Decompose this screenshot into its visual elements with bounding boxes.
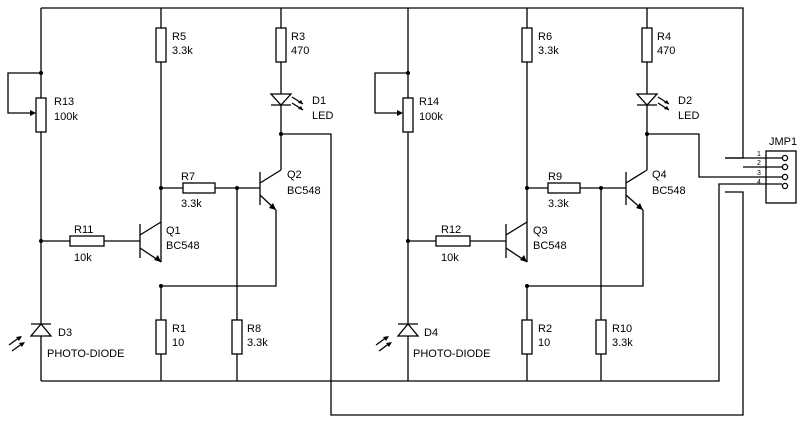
r14-ref: R14 [419,96,439,108]
r11-ref: R11 [74,224,93,236]
q3-value: BC548 [533,240,567,252]
transistor-q3: Q3 BC548 [505,221,567,263]
led-d1: D1 LED [269,93,333,122]
r9-value: 3.3k [548,198,569,210]
r12-ref: R12 [441,224,461,236]
r3-ref: R3 [291,31,305,43]
q3-ref: Q3 [533,225,548,237]
resistor-r1: R1 10 [155,319,186,355]
jmp1-pin-4: 4 [757,179,761,186]
jmp1-pin-3: 3 [757,170,761,177]
jmp1-pin-1: 1 [757,151,761,158]
d4-value: PHOTO-DIODE [413,348,490,360]
r1-value: 10 [172,337,184,349]
r2-value: 10 [538,337,550,349]
led-d2: D2 LED [635,93,699,122]
photodiode-d4: D4 PHOTO-DIODE [375,322,490,360]
d1-value: LED [312,110,333,122]
r13-value: 100k [54,111,78,123]
resistor-r11: R11 10k [69,224,105,264]
r4-ref: R4 [657,31,671,43]
q1-value: BC548 [166,240,200,252]
jmp1-pin-2: 2 [757,160,761,167]
r10-ref: R10 [612,323,632,335]
resistor-r7: R7 3.3k [181,171,216,210]
r3-value: 470 [291,45,309,57]
junction-dots [39,71,649,288]
q2-ref: Q2 [287,169,302,181]
r12-value: 10k [441,252,459,264]
d4-ref: D4 [424,327,438,339]
q1-ref: Q1 [166,225,181,237]
d3-value: PHOTO-DIODE [47,348,124,360]
r2-ref: R2 [538,323,552,335]
transistor-q2: Q2 BC548 [259,169,321,211]
resistor-r3: R3 470 [275,27,309,63]
connector-jmp1: JMP1 1 2 3 4 [725,136,797,204]
r13-ref: R13 [54,96,74,108]
jmp1-ref: JMP1 [769,136,797,148]
d2-ref: D2 [678,95,692,107]
r11-value: 10k [74,252,92,264]
resistor-r5: R5 3.3k [155,27,193,63]
r4-value: 470 [657,45,675,57]
r8-ref: R8 [247,323,261,335]
resistor-r4: R4 470 [641,27,675,63]
resistor-r12: R12 10k [435,224,471,264]
resistor-r6: R6 3.3k [521,27,559,63]
r1-ref: R1 [172,323,186,335]
resistor-r2: R2 10 [521,319,552,355]
resistor-r9: R9 3.3k [547,171,581,210]
resistor-r10: R10 3.3k [595,319,633,355]
r5-ref: R5 [172,31,186,43]
wires [7,7,744,416]
r8-value: 3.3k [247,337,268,349]
q4-value: BC548 [652,185,686,197]
transistor-q4: Q4 BC548 [625,169,686,211]
d3-ref: D3 [58,327,72,339]
d1-ref: D1 [312,95,326,107]
r5-value: 3.3k [172,45,193,57]
q4-ref: Q4 [652,169,667,181]
resistor-r8: R8 3.3k [231,319,268,355]
r14-value: 100k [419,111,443,123]
photodiode-d3: D3 PHOTO-DIODE [8,322,124,360]
potentiometer-r14: R14 100k [397,96,443,133]
r6-ref: R6 [538,31,552,43]
potentiometer-r13: R13 100k [30,96,78,133]
r9-ref: R9 [548,171,562,183]
d2-value: LED [678,110,699,122]
r6-value: 3.3k [538,45,559,57]
transistor-q1: Q1 BC548 [139,221,200,263]
r7-ref: R7 [181,171,195,183]
r10-value: 3.3k [612,337,633,349]
r7-value: 3.3k [181,198,202,210]
q2-value: BC548 [287,185,321,197]
